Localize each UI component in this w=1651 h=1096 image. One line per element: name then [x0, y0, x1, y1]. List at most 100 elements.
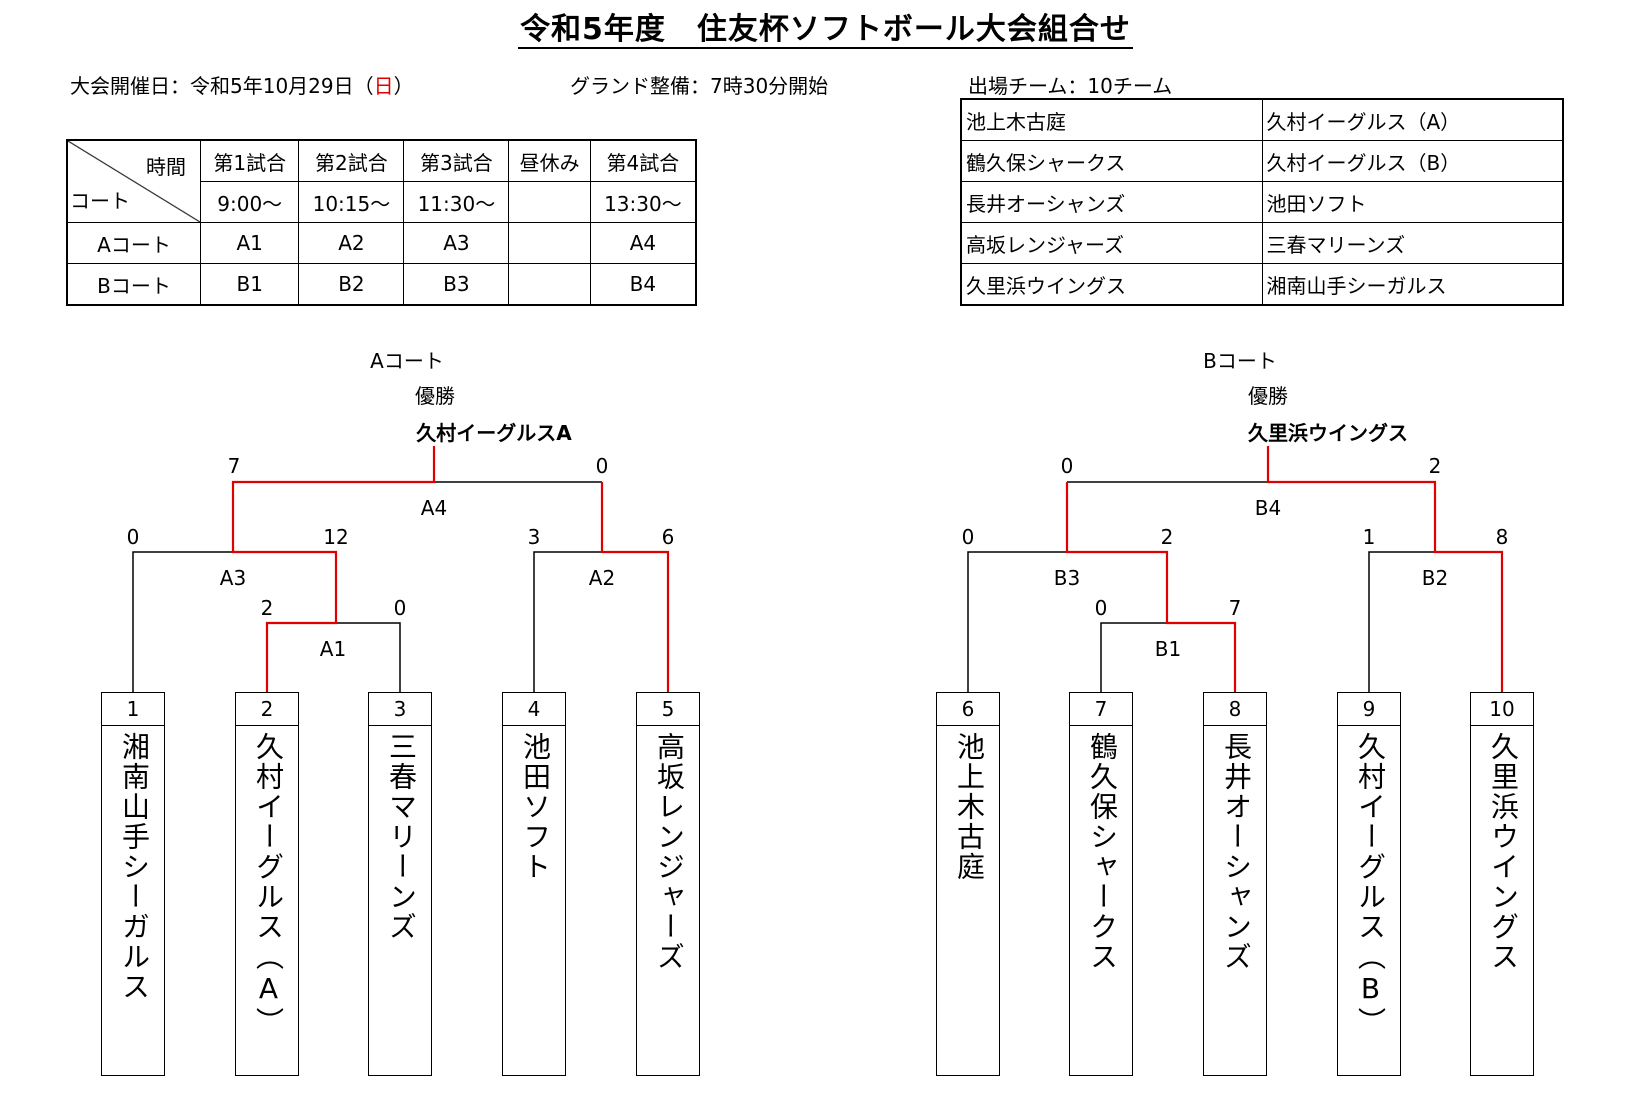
team-cell: 池田ソフト — [1261, 181, 1564, 223]
team-name: 久里浜ウイングス — [1487, 732, 1520, 972]
bracket-line — [1100, 622, 1167, 692]
schedule-row-a: Aコート A1 A2 A3 A4 — [66, 222, 697, 264]
score: 6 — [662, 525, 675, 549]
event-date-close: ） — [393, 74, 414, 98]
schedule-time: 13:30～ — [589, 181, 697, 223]
page-title-text: 令和5年度 住友杯ソフトボール大会組合せ — [518, 12, 1133, 49]
event-date-label: 大会開催日：令和5年10月29日（ — [70, 74, 374, 98]
score: 1 — [1363, 525, 1376, 549]
bracket-a: Aコート 優勝 久村イーグルスA 7 0 A4 0 12 3 6 A3 A2 2… — [127, 349, 675, 692]
bracket-line — [336, 622, 401, 692]
champion-name: 久里浜ウイングス — [1248, 421, 1408, 445]
score: 12 — [323, 525, 348, 549]
teams-row: 高坂レンジャーズ三春マリーンズ — [960, 222, 1564, 264]
champion-label: 優勝 — [415, 384, 455, 408]
team-number: 5 — [637, 693, 699, 726]
team-name: 池田ソフト — [519, 732, 552, 882]
game-cell: B4 — [589, 263, 697, 306]
score: 7 — [228, 454, 241, 478]
score: 7 — [1229, 596, 1242, 620]
game-label: B4 — [1255, 496, 1281, 520]
game-cell: A1 — [199, 222, 300, 264]
team-box: 8 長井オーシャンズ — [1203, 692, 1267, 1076]
bracket-winner-line — [231, 446, 436, 692]
schedule-time: 11:30～ — [403, 181, 510, 223]
court-name: Bコート — [66, 263, 201, 306]
team-number: 3 — [369, 693, 431, 726]
score: 0 — [596, 454, 609, 478]
schedule-header: 第1試合 — [199, 139, 300, 182]
court-name: Aコート — [66, 222, 201, 264]
team-cell: 久里浜ウイングス — [960, 263, 1263, 306]
team-box: 1 湘南山手シーガルス — [101, 692, 165, 1076]
team-name: 久村イーグルス（A） — [252, 732, 285, 1037]
game-label: A3 — [220, 566, 246, 590]
bracket-b: Bコート 優勝 久里浜ウイングス 0 2 B4 0 2 1 8 B3 B2 0 … — [962, 349, 1508, 692]
bracket-line — [533, 551, 602, 692]
score: 0 — [1061, 454, 1074, 478]
champion-label: 優勝 — [1248, 384, 1288, 408]
schedule-header: 第3試合 — [403, 139, 510, 182]
schedule-time-row: 9:00～ 10:15～ 11:30～ 13:30～ — [67, 181, 697, 223]
game-cell: B1 — [199, 263, 300, 306]
team-number: 7 — [1070, 693, 1132, 726]
team-number: 9 — [1338, 693, 1400, 726]
bracket-line — [132, 551, 233, 692]
score: 3 — [528, 525, 541, 549]
bracket-winner-line — [1065, 482, 1237, 692]
score: 0 — [962, 525, 975, 549]
score: 0 — [127, 525, 140, 549]
score: 2 — [261, 596, 274, 620]
game-label: A2 — [589, 566, 615, 590]
team-name: 高坂レンジャーズ — [653, 732, 686, 972]
event-date-day: 日 — [373, 74, 394, 98]
team-cell: 高坂レンジャーズ — [960, 222, 1263, 264]
teams-count: 出場チーム：10チーム — [968, 74, 1173, 98]
team-name: 三春マリーンズ — [385, 732, 418, 942]
page-title: 令和5年度 住友杯ソフトボール大会組合せ — [0, 4, 1651, 49]
game-cell: A4 — [589, 222, 697, 264]
schedule-time — [508, 181, 591, 223]
team-cell: 湘南山手シーガルス — [1261, 263, 1564, 306]
team-name: 久村イーグルス（B） — [1354, 732, 1387, 1037]
game-cell: B3 — [403, 263, 510, 306]
champion-name: 久村イーグルスA — [416, 421, 572, 445]
game-cell: A3 — [403, 222, 510, 264]
teams-row: 池上木古庭久村イーグルス（A） — [960, 98, 1564, 141]
team-number: 6 — [937, 693, 999, 726]
corner-court-label: コート — [70, 189, 130, 213]
game-cell — [508, 263, 591, 306]
team-name: 長井オーシャンズ — [1220, 732, 1253, 972]
team-cell: 三春マリーンズ — [1261, 222, 1564, 264]
team-number: 4 — [503, 693, 565, 726]
bracket-line — [1368, 551, 1435, 692]
corner-time-label: 時間 — [146, 155, 186, 179]
bracket-winner-line — [1266, 446, 1504, 692]
teams-table: 池上木古庭久村イーグルス（A） 鶴久保シャークス久村イーグルス（B） 長井オーシ… — [960, 98, 1564, 306]
bracket-winner-line — [600, 482, 670, 692]
team-box: 6 池上木古庭 — [936, 692, 1000, 1076]
schedule-corner-cell: 時間 コート — [66, 139, 201, 223]
score: 0 — [394, 596, 407, 620]
teams-row: 長井オーシャンズ池田ソフト — [960, 181, 1564, 223]
team-box: 9 久村イーグルス（B） — [1337, 692, 1401, 1076]
game-label: B3 — [1054, 566, 1080, 590]
team-box: 7 鶴久保シャークス — [1069, 692, 1133, 1076]
bracket-line — [967, 551, 1067, 692]
team-box: 2 久村イーグルス（A） — [235, 692, 299, 1076]
team-number: 8 — [1204, 693, 1266, 726]
game-label: A1 — [320, 637, 346, 661]
game-label: A4 — [421, 496, 447, 520]
team-box: 3 三春マリーンズ — [368, 692, 432, 1076]
team-box: 10 久里浜ウイングス — [1470, 692, 1534, 1076]
event-date: 大会開催日：令和5年10月29日（日） — [70, 70, 414, 99]
schedule-time: 9:00～ — [199, 181, 300, 223]
score: 2 — [1161, 525, 1174, 549]
game-cell: B2 — [298, 263, 405, 306]
team-box: 5 高坂レンジャーズ — [636, 692, 700, 1076]
teams-row: 鶴久保シャークス久村イーグルス（B） — [960, 140, 1564, 182]
team-name: 湘南山手シーガルス — [118, 732, 151, 1002]
team-cell: 久村イーグルス（A） — [1261, 98, 1564, 141]
schedule-header: 昼休み — [508, 139, 591, 182]
ground-prep: グランド整備：7時30分開始 — [570, 74, 829, 98]
